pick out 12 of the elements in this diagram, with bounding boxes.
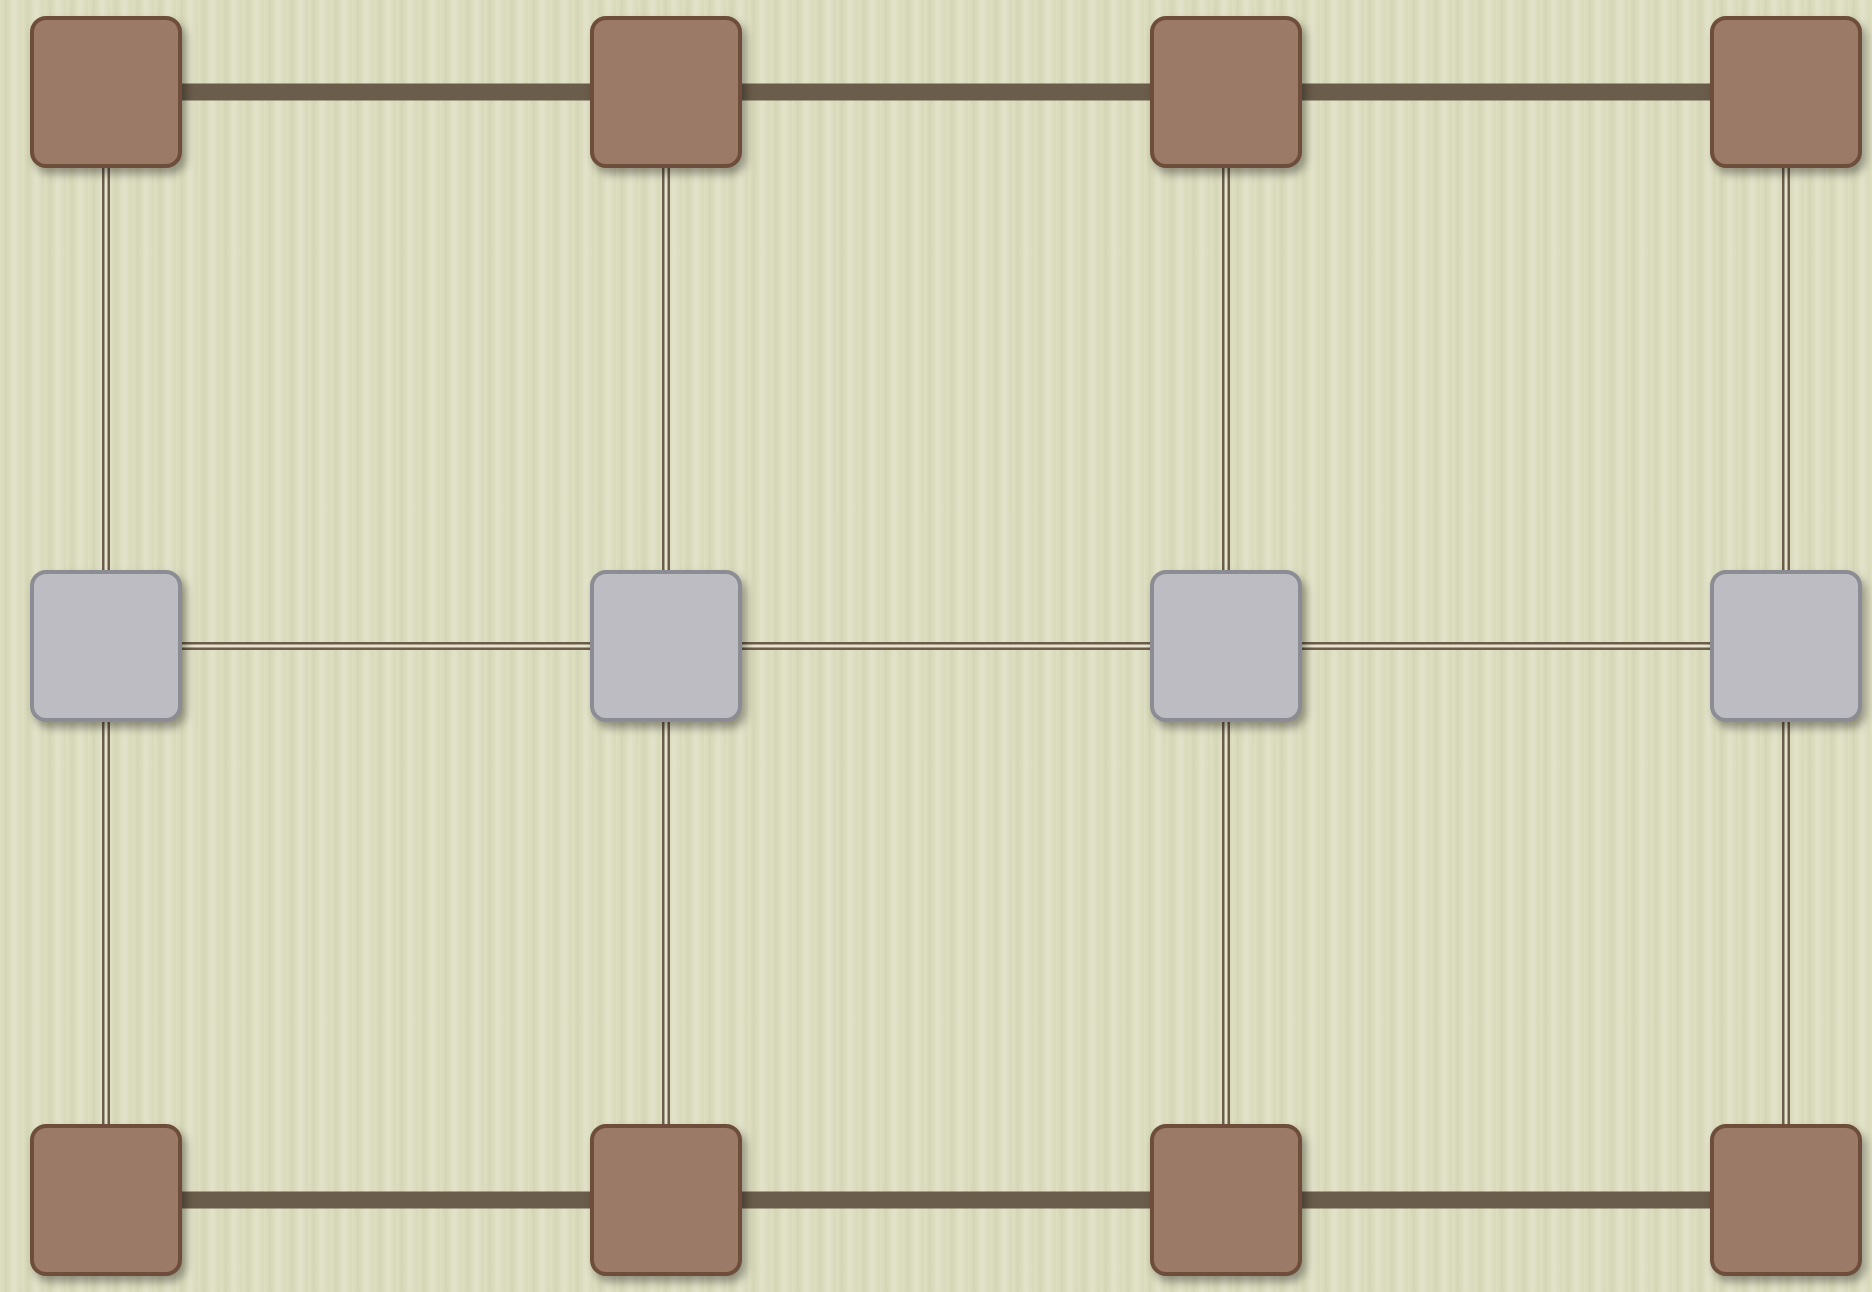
square-node (1150, 1124, 1302, 1276)
square-node (30, 16, 182, 168)
square-node (1710, 16, 1862, 168)
square-node (30, 1124, 182, 1276)
square-node (590, 16, 742, 168)
square-node (1710, 1124, 1862, 1276)
square-node (1710, 570, 1862, 722)
square-node (30, 570, 182, 722)
square-node (1150, 16, 1302, 168)
square-node (590, 570, 742, 722)
square-node (590, 1124, 742, 1276)
square-node (1150, 570, 1302, 722)
